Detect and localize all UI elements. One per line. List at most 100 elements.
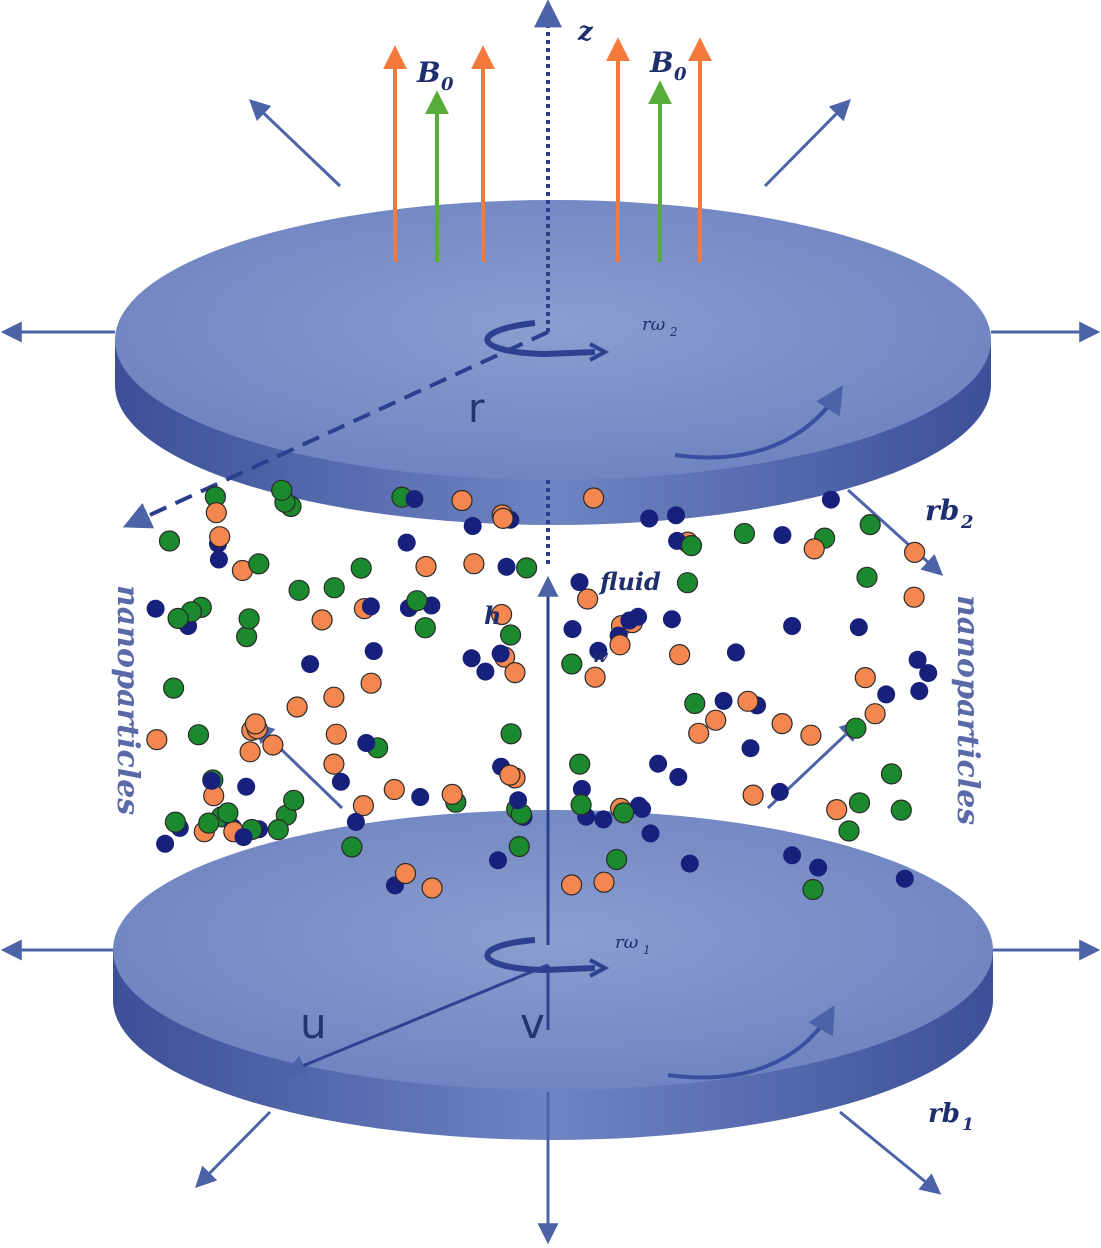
- rotation-direction-icon: [674, 385, 844, 460]
- nanoparticle: [415, 555, 437, 578]
- nanoparticle: [737, 690, 759, 712]
- label-rb1: rb 1: [928, 1099, 974, 1135]
- nanoparticle: [515, 557, 538, 579]
- u-label: u: [300, 999, 327, 1048]
- nanoparticle: [669, 768, 688, 786]
- fluid-label: fluid: [598, 567, 661, 596]
- b0-subscript: 0: [674, 64, 687, 85]
- nanoparticle: [569, 753, 591, 775]
- nanoparticle: [283, 789, 305, 811]
- nanoparticle: [451, 489, 473, 512]
- nanoparticle: [903, 541, 926, 564]
- nanoparticle: [809, 858, 828, 877]
- nanoparticle: [676, 572, 699, 594]
- top-disk: [115, 200, 991, 525]
- nanoparticle: [803, 538, 825, 560]
- nanoparticle: [325, 723, 347, 745]
- nanoparticle: [742, 784, 764, 806]
- nanoparticle: [612, 802, 635, 824]
- nanoparticle: [248, 553, 270, 575]
- nanoparticle: [771, 712, 793, 735]
- nanoparticle: [629, 796, 648, 815]
- v-label: v: [520, 999, 545, 1048]
- r-omega1-subscript: 1: [643, 943, 651, 957]
- nanoparticle: [352, 794, 374, 817]
- nanoparticle: [908, 650, 927, 669]
- nanoparticle: [733, 522, 756, 545]
- nanoparticle: [783, 846, 802, 865]
- nanoparticle: [570, 794, 592, 816]
- nanoparticles-label-right: nanoparticles: [950, 595, 985, 825]
- nanoparticle: [383, 778, 405, 801]
- nanoparticle: [476, 662, 495, 681]
- nanoparticle: [570, 573, 589, 592]
- nanoparticle: [394, 862, 417, 885]
- nanoparticle: [504, 661, 526, 684]
- nanoparticle: [854, 666, 876, 689]
- nanoparticles-label-left: nanoparticles: [110, 585, 145, 815]
- nanoparticle: [649, 754, 668, 773]
- b0-label: B: [649, 46, 674, 79]
- nanoparticle: [667, 506, 685, 525]
- nanoparticle: [350, 557, 372, 579]
- nanoparticle: [856, 566, 878, 588]
- nanoparticle: [662, 610, 681, 629]
- nanoparticle: [741, 739, 760, 758]
- nanoparticle: [463, 553, 485, 575]
- nanoparticle: [640, 509, 659, 528]
- nanoparticle: [705, 709, 727, 731]
- nanoparticle: [323, 577, 345, 599]
- nanoparticle: [561, 653, 583, 675]
- nanoparticle: [668, 643, 691, 666]
- label-rb2: rb 2: [925, 494, 974, 533]
- nanoparticle: [156, 834, 175, 853]
- nanoparticle: [508, 835, 530, 858]
- nanoparticle: [714, 691, 733, 710]
- label-b0-right: B 0: [649, 46, 687, 85]
- nanoparticle: [323, 753, 345, 775]
- nanoparticle: [859, 513, 881, 536]
- nanoparticle: [582, 487, 605, 509]
- r-omega2-subscript: 2: [669, 325, 678, 339]
- nanoparticle: [877, 685, 896, 704]
- nanoparticle: [217, 802, 239, 824]
- nanoparticle: [244, 713, 267, 735]
- nanoparticle: [497, 557, 516, 576]
- nanoparticle: [360, 672, 382, 694]
- nanoparticle: [414, 617, 436, 639]
- nanoparticle-cloud: [146, 479, 938, 901]
- nanoparticle: [205, 501, 227, 524]
- nanoparticle: [680, 534, 703, 557]
- nanoparticle: [800, 724, 822, 746]
- top-radial-arrows: [0, 99, 1101, 576]
- nanoparticle: [500, 723, 522, 745]
- nanoparticle: [802, 878, 824, 901]
- nanoparticle: [271, 479, 293, 501]
- nanoparticle: [821, 490, 840, 509]
- nanoparticle: [890, 799, 912, 821]
- nanoparticle: [331, 772, 350, 791]
- nanoparticle: [357, 734, 376, 752]
- nanoparticle: [262, 734, 284, 756]
- nanoparticle: [589, 641, 608, 660]
- b0-subscript: 0: [441, 74, 454, 95]
- bottom-disk: [113, 810, 993, 1140]
- label-b0-left: B 0: [416, 56, 454, 95]
- velocity-vectors: [284, 963, 550, 1076]
- nanoparticle: [267, 818, 289, 841]
- nanoparticle: [406, 590, 428, 612]
- nanoparticle: [641, 824, 660, 843]
- r-omega2-label: rω: [642, 314, 666, 335]
- nanoparticle: [849, 618, 868, 637]
- rb1-label: rb: [928, 1099, 960, 1129]
- nanoparticle: [341, 836, 363, 858]
- nanoparticle: [167, 607, 189, 630]
- nanoparticle: [509, 791, 528, 810]
- nanoparticle: [584, 666, 606, 688]
- r-label: r: [468, 386, 485, 432]
- nanoparticle: [364, 642, 383, 661]
- nanoparticle: [903, 586, 925, 608]
- nanoparticle: [500, 624, 522, 646]
- nanoparticle: [311, 609, 333, 631]
